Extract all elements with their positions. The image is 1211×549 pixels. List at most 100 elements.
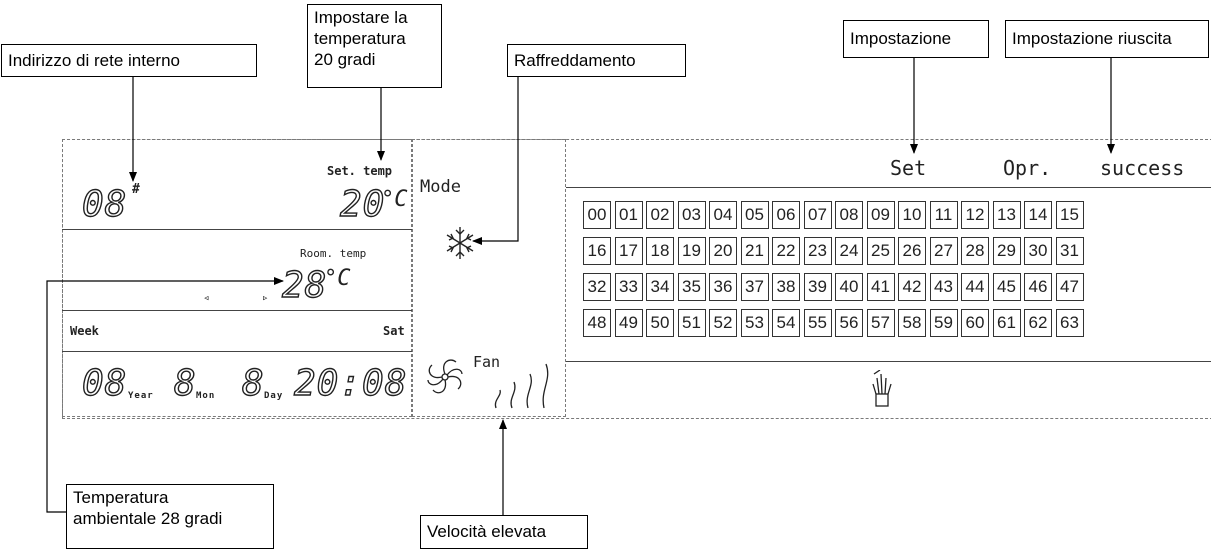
address-cell: 05 xyxy=(740,201,769,229)
address-cell: 36 xyxy=(709,273,737,301)
network-address-value: 08 xyxy=(81,184,128,225)
address-cell: 17 xyxy=(614,237,643,265)
set-temp-unit: °C xyxy=(381,187,408,212)
address-cell: 41 xyxy=(866,273,895,301)
address-cell: 09 xyxy=(866,201,895,229)
address-cell: 61 xyxy=(992,309,1021,337)
address-cell: 55 xyxy=(803,309,832,337)
address-cell: 39 xyxy=(803,273,832,301)
callout-setting: Impostazione xyxy=(843,20,989,58)
address-cell: 48 xyxy=(583,309,611,337)
address-hash-mark: # xyxy=(132,182,140,197)
address-cell: 32 xyxy=(583,273,611,301)
hand-pointer-icon xyxy=(872,370,892,407)
address-cell: 28 xyxy=(961,237,989,265)
fan-label: Fan xyxy=(473,353,501,371)
room-temp-label: Room. temp xyxy=(300,247,367,260)
address-cell: 54 xyxy=(772,309,800,337)
right-arrow-indicator: ▹ xyxy=(262,291,269,304)
address-cell: 63 xyxy=(1055,309,1084,337)
left-arrow-indicator: ◃ xyxy=(203,291,210,304)
month-label: Mon xyxy=(196,391,216,401)
callout-set-temperature: Impostare la temperatura 20 gradi xyxy=(307,4,442,88)
status-opr: Opr. xyxy=(1003,156,1052,180)
address-cell: 51 xyxy=(677,309,706,337)
address-cell: 18 xyxy=(646,237,674,265)
address-cell: 53 xyxy=(740,309,769,337)
address-cell: 14 xyxy=(1024,201,1052,229)
address-cell: 00 xyxy=(583,201,611,229)
address-cell: 60 xyxy=(961,309,989,337)
address-cell: 49 xyxy=(614,309,643,337)
address-cell: 01 xyxy=(614,201,643,229)
address-cell: 08 xyxy=(835,201,863,229)
status-success: success xyxy=(1100,156,1185,180)
address-cell: 47 xyxy=(1055,273,1084,301)
address-cell: 10 xyxy=(898,201,926,229)
address-cell: 44 xyxy=(961,273,989,301)
callout-room-temperature: Temperatura ambientale 28 gradi xyxy=(66,484,274,549)
time-value: 20:08 xyxy=(293,363,408,404)
year-label: Year xyxy=(128,391,154,401)
address-cell: 12 xyxy=(961,201,989,229)
address-cell: 45 xyxy=(992,273,1021,301)
address-cell: 43 xyxy=(929,273,958,301)
address-cell: 23 xyxy=(803,237,832,265)
fan-icon xyxy=(427,359,463,394)
address-cell: 38 xyxy=(772,273,800,301)
year-value: 08 xyxy=(81,363,128,404)
room-temp-value: 28 xyxy=(281,265,328,306)
day-label: Day xyxy=(264,391,284,401)
callout-high-speed: Velocità elevata xyxy=(420,515,588,549)
address-cell: 62 xyxy=(1024,309,1052,337)
address-cell: 37 xyxy=(740,273,769,301)
set-temp-label: Set. temp xyxy=(327,164,393,178)
address-cell: 27 xyxy=(929,237,958,265)
address-cell: 52 xyxy=(709,309,737,337)
callout-network-address: Indirizzo di rete interno xyxy=(1,44,257,77)
address-cell: 20 xyxy=(709,237,737,265)
week-label: Week xyxy=(70,324,99,338)
set-temp-value: 20 xyxy=(339,184,386,225)
address-cell: 15 xyxy=(1055,201,1084,229)
address-cell: 56 xyxy=(835,309,863,337)
address-cell: 46 xyxy=(1024,273,1052,301)
address-cell: 59 xyxy=(929,309,958,337)
callout-cooling: Raffreddamento xyxy=(507,44,686,77)
address-cell: 11 xyxy=(929,201,958,229)
address-cell: 06 xyxy=(772,201,800,229)
address-cell: 33 xyxy=(614,273,643,301)
fan-speed-bars-icon xyxy=(494,363,549,409)
address-cell: 42 xyxy=(898,273,926,301)
address-cell: 26 xyxy=(898,237,926,265)
address-cell: 16 xyxy=(583,237,611,265)
address-cell: 13 xyxy=(992,201,1021,229)
address-cell: 19 xyxy=(677,237,706,265)
address-cell: 29 xyxy=(992,237,1021,265)
address-cell: 22 xyxy=(772,237,800,265)
room-temp-unit: °C xyxy=(324,266,351,291)
address-cell: 02 xyxy=(646,201,674,229)
day-value: 8 xyxy=(241,363,265,404)
address-cell: 50 xyxy=(646,309,674,337)
snowflake-icon xyxy=(446,227,474,259)
callout-setting-success: Impostazione riuscita xyxy=(1005,20,1209,58)
mode-label: Mode xyxy=(420,177,461,197)
address-cell: 25 xyxy=(866,237,895,265)
address-cell: 58 xyxy=(898,309,926,337)
address-cell: 34 xyxy=(646,273,674,301)
weekday-value: Sat xyxy=(383,324,405,338)
status-set: Set xyxy=(890,156,927,180)
address-cell: 04 xyxy=(709,201,737,229)
address-cell: 21 xyxy=(740,237,769,265)
address-cell: 03 xyxy=(677,201,706,229)
address-cell: 24 xyxy=(835,237,863,265)
month-value: 8 xyxy=(173,363,197,404)
address-cell: 30 xyxy=(1024,237,1052,265)
address-cell: 07 xyxy=(803,201,832,229)
address-cell: 31 xyxy=(1055,237,1084,265)
address-cell: 57 xyxy=(866,309,895,337)
address-cell: 35 xyxy=(677,273,706,301)
address-cell: 40 xyxy=(835,273,863,301)
